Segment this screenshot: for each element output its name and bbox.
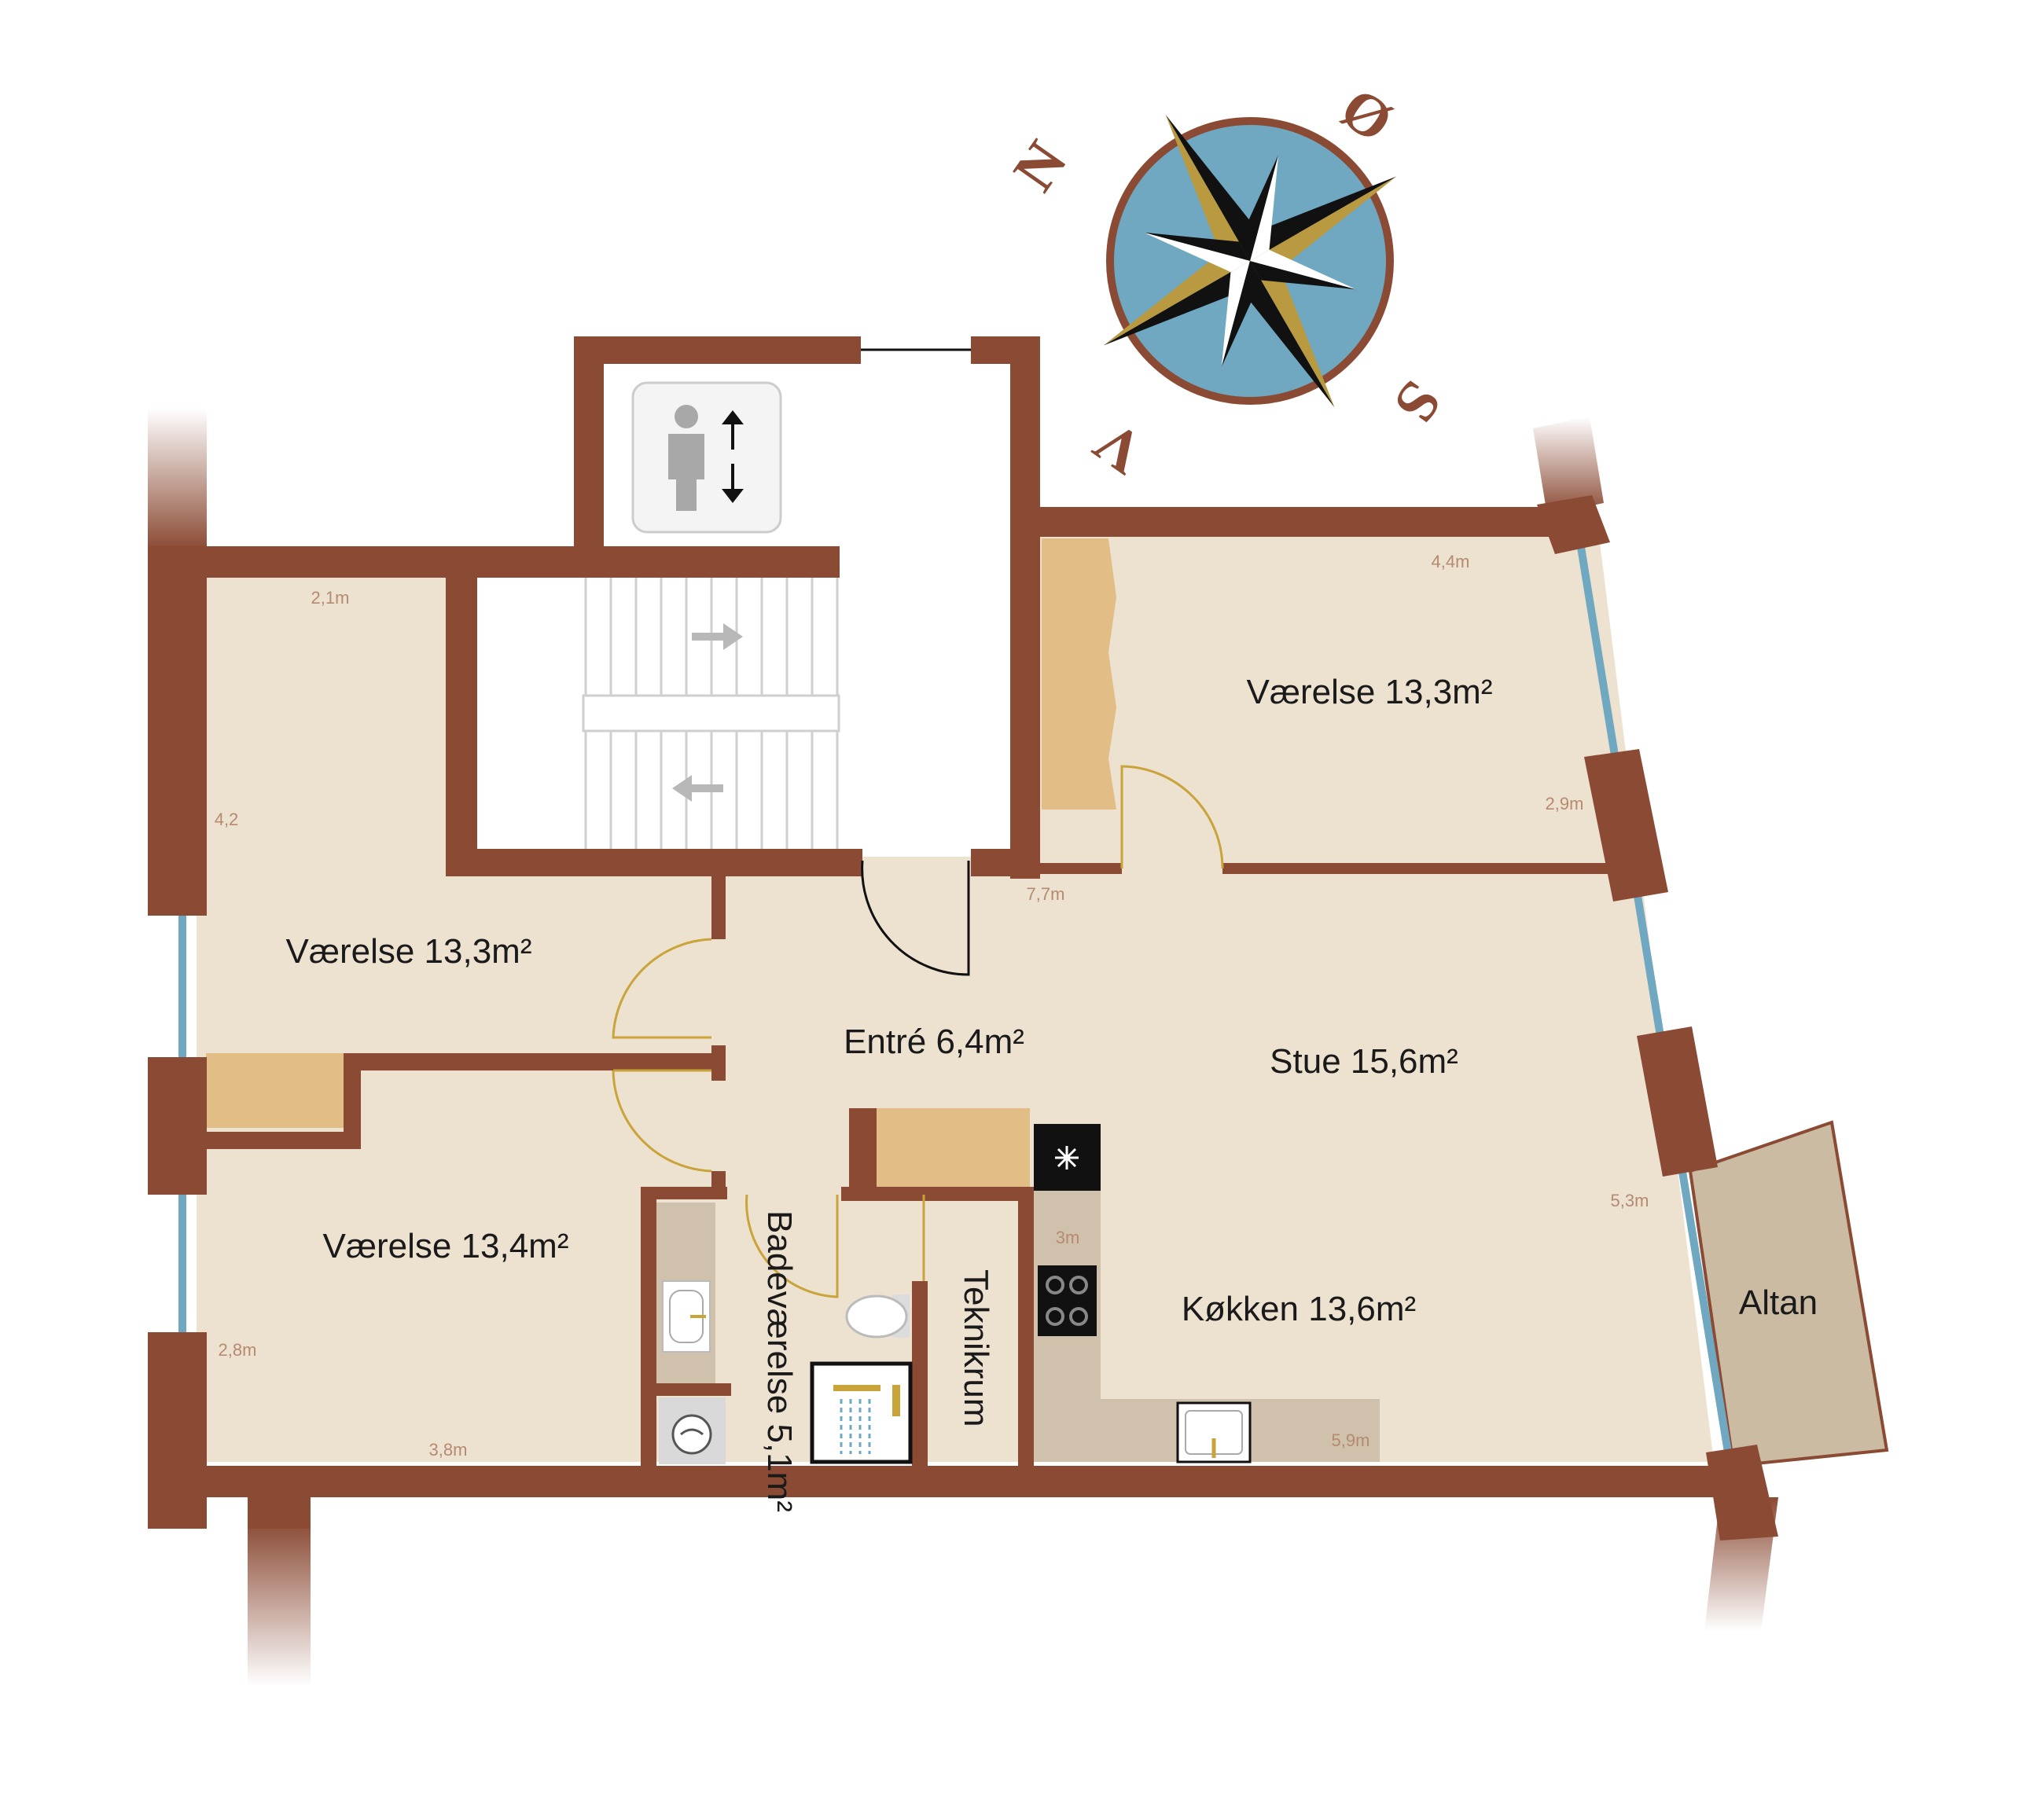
wall-wardrobe-entre-top [849,1108,877,1122]
compass-east: Ø [1329,75,1405,156]
wall-left-partition-stub [344,1053,361,1149]
wall-corner-top-right [1537,495,1610,554]
toilet-icon [845,1294,910,1338]
door-entrance [861,860,970,976]
compass-south: S [1381,369,1454,435]
wall-wardrobe-entre-left [849,1108,877,1195]
window-right [1576,542,1733,1463]
compass-north: N [1001,130,1079,203]
washing-machine-icon [659,1397,726,1464]
dim-5-9: 5,9m [1332,1430,1370,1450]
dim-2-9: 2,9m [1546,794,1584,813]
floor-balcony [1688,1120,1889,1468]
label-kitchen: Køkken 13,6m² [1182,1290,1416,1328]
wall-top-left [207,546,840,578]
compass-point-main-1 [1165,114,1259,261]
dim-7-7: 7,7m [1027,884,1065,904]
wall-tech-top [841,1187,1034,1201]
wardrobe-left [206,1053,344,1128]
wardrobe-entre [877,1108,1030,1187]
wall-bottom-leg [248,1466,311,1529]
floors [197,534,1889,1468]
dim-4-2: 4,2 [215,810,239,829]
wall-stair-left [446,566,477,876]
pier-right-2 [1637,1026,1718,1177]
wardrobes [206,538,1116,1187]
dim-2-8: 2,8m [219,1340,257,1360]
wall-left-lower [148,1332,207,1529]
label-balcony: Altan [1739,1283,1818,1322]
wall-bottom-right-corner [1706,1445,1778,1540]
wall-fade-top-right [1533,417,1604,515]
wall-elevator-left [574,336,604,560]
shower-icon [810,1361,913,1464]
compass-west: V [1083,409,1156,487]
wall-stue-top-1 [1038,863,1122,874]
label-bathroom: Badeværelse 5,1m² [760,1210,799,1512]
door-bathroom [745,1194,839,1298]
sink-bathroom-icon [662,1280,711,1353]
door-left-lower [612,1069,712,1173]
dim-2-1: 2,1m [311,588,350,608]
sink-icon [1176,1401,1252,1463]
snowflake-icon [1034,1124,1101,1191]
wall-fade-bottom-left [248,1521,311,1686]
compass-rose: N Ø S V [1001,75,1454,487]
wall-left-wardrobe-bottom [207,1132,361,1149]
wall-tech-right [1018,1195,1034,1466]
stairs [582,578,840,849]
label-entre: Entré 6,4m² [844,1023,1024,1061]
wall-bath-mid [656,1383,731,1396]
wall-bath-left [641,1187,656,1466]
wall-stue-top-2 [1222,863,1608,874]
wall-fade-top-left [148,409,207,550]
wardrobe-top-right [1042,538,1116,810]
door-right-bedroom [1120,765,1224,869]
wall-bath-top [641,1187,727,1199]
wall-elevator-top-left [574,336,861,364]
stairs-lower-flight [584,731,839,849]
hob-icon [1038,1265,1097,1336]
arrow-left-icon [672,775,723,802]
wall-entre-stub-2 [711,1045,726,1081]
elevator-icon [631,381,782,534]
label-technical: Teknikrum [957,1269,995,1427]
wall-left-partition [344,1053,721,1070]
wall-stair-bottom [446,849,862,876]
wall-elevator-right [1010,336,1040,879]
label-stue: Stue 15,6m² [1270,1042,1458,1081]
dim-5-3: 5,3m [1611,1191,1649,1210]
door-left-upper [612,938,712,1039]
dim-3-8: 3,8m [429,1440,468,1460]
pier-right-1 [1584,749,1668,902]
wall-entre-stub-1 [711,876,726,939]
wall-bath-right [912,1281,928,1466]
wall-left-mid [148,1057,207,1195]
label-room-left-lower: Værelse 13,4m² [322,1227,568,1265]
label-room-top-right: Værelse 13,3m² [1246,673,1492,711]
windows [178,542,1733,1463]
arrow-right-icon [692,623,743,650]
dim-3: 3m [1056,1228,1080,1247]
stairs-landing [582,694,840,733]
wall-top-right [1010,507,1561,537]
wall-left-upper [148,546,207,916]
wall-bottom [148,1466,1744,1497]
walls [148,336,1778,1686]
dim-4-4: 4,4m [1432,552,1470,571]
doors [612,348,1224,1298]
label-room-left-upper: Værelse 13,3m² [285,932,531,971]
